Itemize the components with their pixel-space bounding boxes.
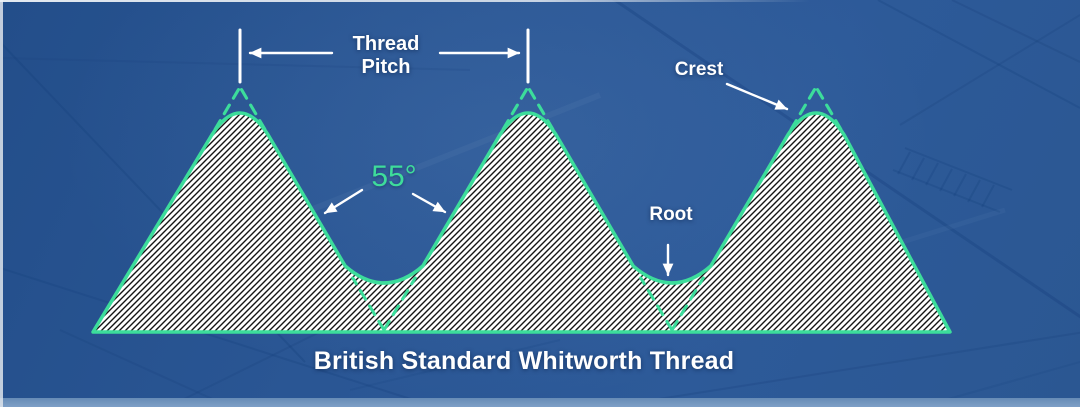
thread-profile-outline (91, 111, 952, 334)
blueprint-line (877, 0, 1080, 109)
blueprint-line (349, 339, 561, 391)
thread-pitch-label-line2: Pitch (361, 56, 411, 78)
crest-pointer-arrow (725, 82, 789, 111)
bottom-edge-strip (0, 398, 1080, 407)
root-theoretical-dashes-valley2 (639, 276, 705, 332)
blueprint-line (899, 14, 1080, 126)
left-edge-border (0, 0, 3, 407)
crest-theoretical-dashes-peak1 (212, 85, 268, 133)
crest-label: Crest (674, 59, 724, 80)
root-theoretical-dashes-valley1 (351, 276, 417, 332)
thread-angle-label: 55° (371, 160, 417, 193)
crest-theoretical-dashes-peak3 (788, 85, 844, 133)
angle-pointer-arrow-left (323, 188, 364, 215)
top-edge-border (0, 0, 1080, 2)
thread-pitch-label: Thread Pitch (306, 33, 466, 79)
blueprint-line (59, 329, 231, 407)
blueprint-line (0, 267, 421, 403)
diagram-title: British Standard Whitworth Thread (313, 347, 735, 375)
blueprint-truss-rungs (897, 151, 995, 208)
angle-pointer-arrow-right (411, 192, 447, 214)
root-label: Root (649, 204, 693, 225)
blueprint-line (639, 331, 1080, 403)
blueprint-line (0, 57, 471, 71)
thread-pitch-label-line1: Thread (352, 33, 420, 55)
crest-theoretical-dashes-peak2 (500, 85, 556, 133)
blueprint-truss-rails (892, 147, 1013, 213)
blueprint-line (951, 0, 1080, 63)
